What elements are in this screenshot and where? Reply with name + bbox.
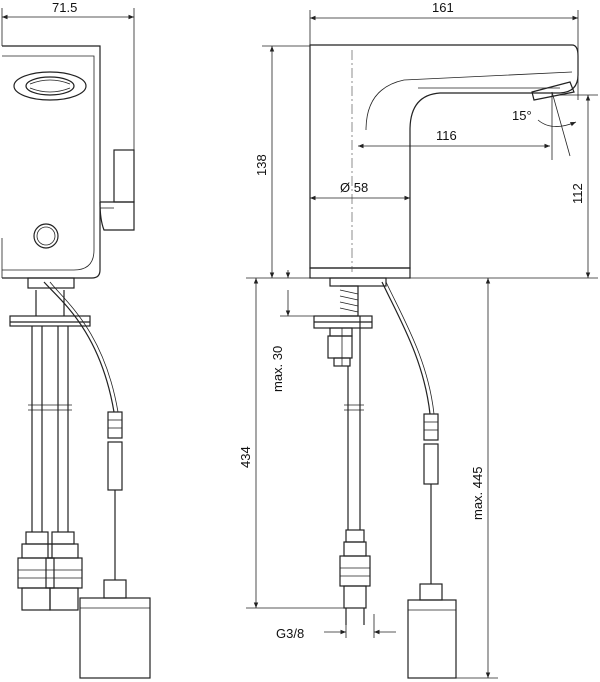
- dimension-total-length: 161: [309, 0, 579, 100]
- dimension-body-height: 138: [246, 45, 310, 279]
- dim-label-max-deck-thickness: max. 30: [270, 346, 285, 392]
- dim-label-spout-angle: 15°: [512, 108, 532, 123]
- faucet-body-front: [1, 45, 135, 279]
- side-view: 161 15° 116 Ø 58: [238, 0, 598, 679]
- dimension-max-total-length: max. 445: [456, 278, 498, 679]
- dim-label-hose-length: 434: [238, 446, 253, 468]
- dimension-reach: 116: [358, 128, 550, 149]
- dim-label-body-height: 138: [254, 154, 269, 176]
- dim-label-front-width: 71.5: [52, 0, 77, 15]
- dimension-hose-length: 434: [238, 278, 346, 609]
- dim-label-total-length: 161: [432, 0, 454, 15]
- dim-label-max-total-length: max. 445: [470, 467, 485, 520]
- dimension-diameter: Ø 58: [310, 180, 410, 201]
- dim-label-reach: 116: [436, 128, 457, 143]
- dimension-spout-height: 112: [410, 94, 598, 279]
- faucet-body-side: [309, 44, 579, 279]
- mounting-base-front: [9, 277, 91, 327]
- dimension-connection-thread: G3/8: [276, 614, 396, 641]
- sensor-cable-side: [381, 281, 457, 679]
- front-view: 71.5: [1, 0, 151, 679]
- dimension-front-width: 71.5: [1, 0, 135, 150]
- dim-label-diameter: Ø 58: [340, 180, 368, 195]
- supply-hoses-front: [17, 326, 83, 611]
- dimension-spout-angle: 15°: [512, 91, 577, 160]
- dim-label-spout-height: 112: [570, 183, 585, 204]
- mounting-assembly-side: [313, 277, 387, 625]
- dim-label-connection-thread: G3/8: [276, 626, 304, 641]
- dimension-max-deck-thickness: max. 30: [270, 270, 314, 392]
- sensor-cable-front: [43, 281, 151, 679]
